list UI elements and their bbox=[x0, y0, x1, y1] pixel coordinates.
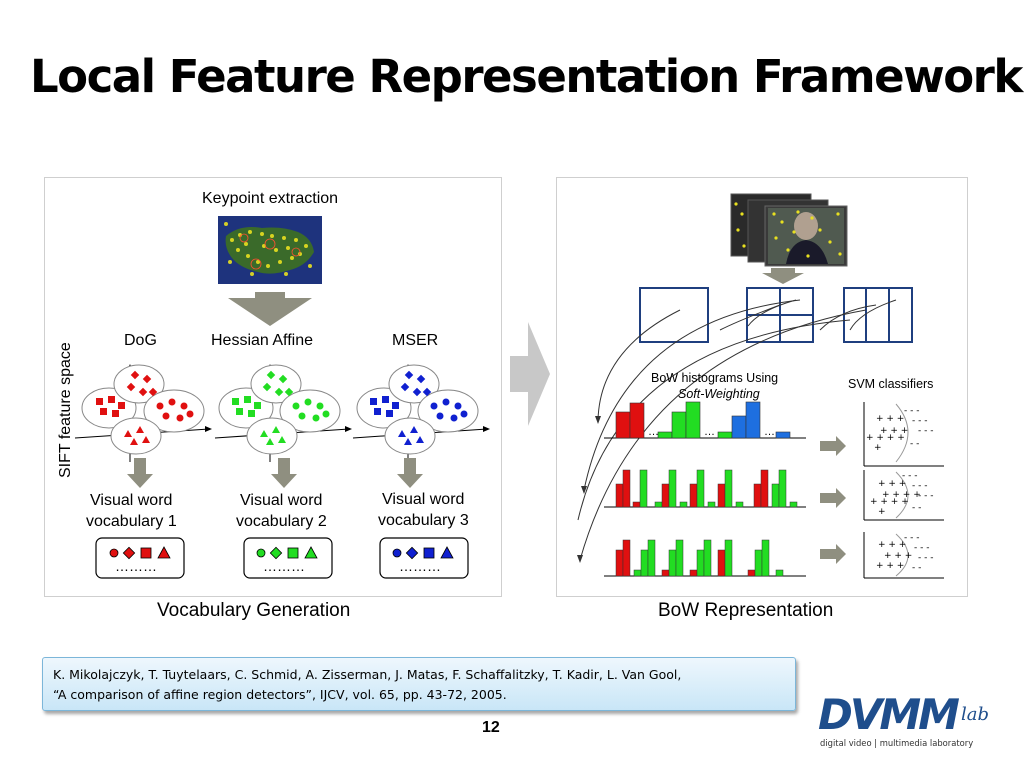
svg-text:+ + +: + + + bbox=[880, 426, 908, 436]
vocab-3-ellipsis: ……… bbox=[399, 558, 441, 574]
vocab-1-line2: vocabulary 1 bbox=[86, 513, 177, 530]
svg-text:+ + +: + + + bbox=[878, 479, 906, 489]
histogram-2 bbox=[604, 469, 806, 508]
dvmm-lab-logo: DVMM lab digital video | multimedia labo… bbox=[818, 690, 998, 752]
vocab-arrow-icons bbox=[127, 458, 423, 488]
vocabulary-box-1 bbox=[95, 537, 185, 579]
spatial-grids bbox=[639, 287, 913, 343]
keypoint-map-image bbox=[218, 216, 322, 284]
detector-label-dog: DoG bbox=[124, 332, 157, 349]
grid-to-histogram-arrows bbox=[577, 299, 897, 561]
svg-text:- - -: - - - bbox=[914, 543, 929, 553]
hist1-dots-3: … bbox=[764, 426, 775, 438]
soft-weighting-label: Soft-Weighting bbox=[678, 387, 760, 401]
reference-line-2: “A comparison of affine region detectors… bbox=[53, 687, 507, 702]
reference-box: K. Mikolajczyk, T. Tuytelaars, C. Schmid… bbox=[42, 657, 796, 711]
svm-plot-1: + + ++ + ++ + + ++ - - -- - -- - -- - bbox=[863, 402, 944, 467]
svm-plot-2: + + ++ + + ++ + + ++ - - -- - -- - -- - bbox=[863, 470, 944, 521]
bow-representation-caption: BoW Representation bbox=[658, 600, 834, 621]
vocabulary-box-3 bbox=[379, 537, 469, 579]
histogram-1 bbox=[604, 401, 806, 439]
keypoint-extraction-label: Keypoint extraction bbox=[202, 190, 339, 207]
svm-classifiers-label: SVM classifiers bbox=[848, 377, 934, 391]
svg-text:- - -: - - - bbox=[904, 406, 919, 416]
vocab-3-line2: vocabulary 3 bbox=[378, 512, 469, 529]
slide-title: Local Feature Representation Framework bbox=[30, 50, 1023, 103]
svg-text:- - -: - - - bbox=[912, 416, 927, 426]
svg-text:- - -: - - - bbox=[904, 533, 919, 543]
vocab-2-line1: Visual word bbox=[240, 492, 323, 509]
vocab-3-line1: Visual word bbox=[382, 491, 465, 508]
vocabulary-generation-caption: Vocabulary Generation bbox=[157, 600, 351, 621]
panel-arrow-icon bbox=[510, 322, 550, 426]
svg-text:+: + bbox=[878, 507, 886, 517]
svg-text:+ + + +: + + + + bbox=[866, 433, 905, 443]
svg-text:- -: - - bbox=[910, 439, 919, 449]
sift-axis-label: SIFT feature space bbox=[57, 342, 74, 478]
video-frames-image bbox=[730, 193, 848, 267]
hist1-dots-2: … bbox=[704, 426, 715, 438]
reference-line-1: K. Mikolajczyk, T. Tuytelaars, C. Schmid… bbox=[53, 667, 682, 682]
detector-label-hessian: Hessian Affine bbox=[211, 332, 313, 349]
svm-arrow-icons bbox=[820, 436, 846, 564]
svg-text:- -: - - bbox=[912, 563, 921, 573]
extraction-arrow-icon bbox=[228, 292, 312, 326]
svg-text:+ + +: + + + bbox=[878, 540, 906, 550]
vocab-1-ellipsis: ……… bbox=[115, 558, 157, 574]
hessian-affine-clusters bbox=[214, 364, 352, 462]
svg-text:- - -: - - - bbox=[912, 481, 927, 491]
hist1-dots-1: … bbox=[648, 426, 659, 438]
vocab-1-line1: Visual word bbox=[90, 492, 173, 509]
detector-label-mser: MSER bbox=[392, 332, 439, 349]
page-number: 12 bbox=[482, 719, 500, 736]
dog-clusters bbox=[74, 364, 212, 462]
svg-text:+ + + +: + + + + bbox=[870, 497, 909, 507]
svg-text:+ + +: + + + bbox=[876, 561, 904, 571]
svg-text:- - -: - - - bbox=[918, 491, 933, 501]
svg-text:+ + +: + + + bbox=[876, 414, 904, 424]
svg-text:+ + + +: + + + + bbox=[882, 490, 921, 500]
logo-tagline: digital video | multimedia laboratory bbox=[820, 738, 974, 748]
frames-arrow-icon bbox=[762, 268, 804, 284]
svg-text:- - -: - - - bbox=[918, 553, 933, 563]
vocabulary-box-2 bbox=[243, 537, 333, 579]
svm-plot-3: + + ++ + ++ + + - - -- - -- - -- - bbox=[863, 532, 944, 579]
histogram-3 bbox=[604, 539, 806, 577]
svg-text:- -: - - bbox=[912, 503, 921, 513]
vocab-2-line2: vocabulary 2 bbox=[236, 513, 327, 530]
svg-text:+ + +: + + + bbox=[884, 551, 912, 561]
svg-text:- - -: - - - bbox=[918, 426, 933, 436]
logo-sub: lab bbox=[961, 704, 990, 725]
bow-histograms-label: BoW histograms Using bbox=[651, 371, 779, 385]
vocab-2-ellipsis: ……… bbox=[263, 558, 305, 574]
svg-text:- - -: - - - bbox=[902, 471, 917, 481]
mser-clusters bbox=[352, 364, 490, 462]
logo-text: DVMM bbox=[818, 690, 960, 739]
svg-text:+: + bbox=[874, 443, 882, 453]
